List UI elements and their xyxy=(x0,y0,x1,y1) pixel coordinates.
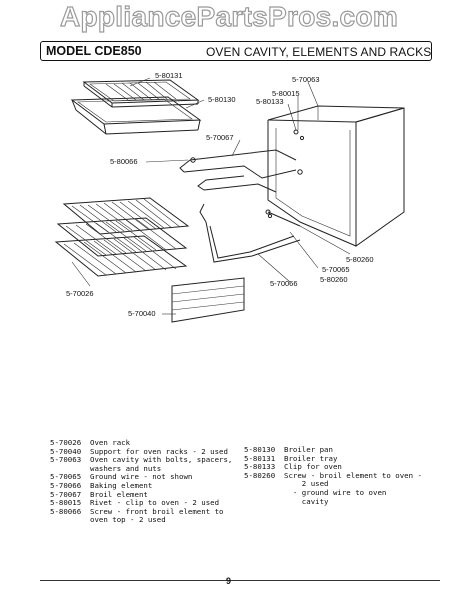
part-code: 5-70065 xyxy=(50,472,82,482)
watermark: AppliancePartsPros.com xyxy=(59,0,399,32)
part-desc: Screw - broil element to oven - xyxy=(284,470,422,480)
part-code: 5-80130 xyxy=(244,445,276,454)
part-code: 5-80133 xyxy=(244,462,276,472)
broiler-pan xyxy=(70,96,202,135)
rack-support xyxy=(171,277,245,323)
parts-row: 5-80133 Clip for oven xyxy=(244,463,422,472)
part-code: 5-70063 xyxy=(50,455,82,465)
title-bar xyxy=(40,41,432,61)
callout-5-80260-b: 5-80260 xyxy=(320,275,348,284)
part-code: 5-70026 xyxy=(50,438,82,447)
part-code: 5-80131 xyxy=(244,453,276,463)
callout-5-80131: 5-80131 xyxy=(155,71,183,80)
part-desc: Broil element xyxy=(90,489,148,499)
callout-5-80066: 5-80066 xyxy=(110,157,138,166)
parts-row: 5-80260 Screw - broil element to oven - 2… xyxy=(244,470,422,506)
part-desc: Oven rack xyxy=(90,438,131,447)
section-title: OVEN CAVITY, ELEMENTS AND RACKS xyxy=(206,45,432,59)
parts-row: 5-80066 Screw - front broil element to ov… xyxy=(50,506,232,525)
part-desc: Broiler tray xyxy=(284,453,338,463)
parts-row: 5-70026 Oven rack xyxy=(50,438,232,448)
part-desc-cont: - ground wire to oven xyxy=(284,487,387,497)
broiler-tray xyxy=(82,79,200,108)
part-desc: Broiler pan xyxy=(284,445,333,454)
model-label: MODEL CDE850 xyxy=(46,44,142,58)
part-desc-cont: washers and nuts xyxy=(90,463,162,473)
parts-row: 5-70067 Broil element xyxy=(50,489,232,500)
part-desc: Rivet - clip to oven - 2 used xyxy=(90,498,220,508)
part-code: 5-80066 xyxy=(50,506,82,516)
oven-racks xyxy=(54,197,190,277)
part-desc: Support for oven racks - 2 used xyxy=(90,446,228,456)
parts-row: 5-70066 Baking element xyxy=(50,480,232,491)
parts-row: 5-70065 Ground wire - not shown xyxy=(50,473,232,482)
parts-row: 5-80131 Broiler tray xyxy=(244,453,422,464)
part-desc: Baking element xyxy=(90,480,153,490)
callout-5-80260-a: 5-80260 xyxy=(346,255,374,264)
part-desc-cont: 2 used xyxy=(284,479,329,489)
callout-5-80133: 5-80133 xyxy=(256,97,284,106)
callout-5-80130: 5-80130 xyxy=(208,95,236,104)
broil-element xyxy=(179,149,303,193)
part-code: 5-70040 xyxy=(50,446,82,456)
callout-5-70063: 5-70063 xyxy=(292,75,320,84)
part-code: 5-80260 xyxy=(244,470,276,480)
part-desc: Oven cavity with bolts, spacers, xyxy=(90,455,233,465)
part-code: 5-80015 xyxy=(50,498,82,508)
callout-5-70040: 5-70040 xyxy=(128,309,156,318)
page-number: 9 xyxy=(226,576,232,586)
parts-list-left: 5-70026 Oven rack 5-70040 Support for oven… xyxy=(50,438,232,525)
oven-cavity xyxy=(267,105,405,247)
part-code: 5-70067 xyxy=(50,489,82,499)
parts-row: 5-80015 Rivet - clip to oven - 2 used xyxy=(50,499,232,508)
part-desc: Screw - front broil element to xyxy=(90,506,224,516)
callout-5-80015: 5-80015 xyxy=(272,89,300,98)
part-desc: Clip for oven xyxy=(284,462,342,472)
callout-5-70065: 5-70065 xyxy=(322,265,350,274)
callout-5-70066: 5-70066 xyxy=(270,279,298,288)
baking-element xyxy=(199,203,301,263)
callout-5-70067: 5-70067 xyxy=(206,133,234,142)
footer-rule xyxy=(40,580,440,581)
callout-5-70026: 5-70026 xyxy=(66,289,94,298)
part-desc-cont: cavity xyxy=(284,496,329,506)
parts-row: 5-70040 Support for oven racks - 2 used xyxy=(50,446,232,457)
fasteners xyxy=(267,129,305,219)
parts-list-right: 5-80130 Broiler pan 5-80131 Broiler tray 5… xyxy=(244,445,422,506)
part-code: 5-70066 xyxy=(50,480,82,490)
part-desc-cont: oven top - 2 used xyxy=(90,515,166,525)
part-desc: Ground wire - not shown xyxy=(90,472,193,482)
callout-leaders xyxy=(71,77,351,315)
parts-row: 5-80130 Broiler pan xyxy=(244,445,422,455)
